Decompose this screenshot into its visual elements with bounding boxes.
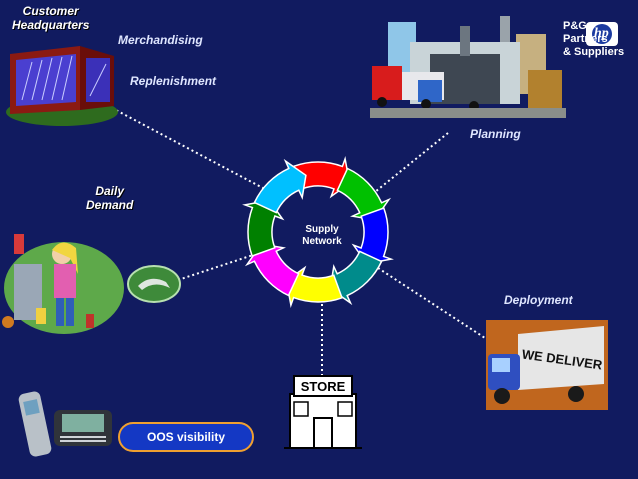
hp-logo-mark (592, 24, 612, 44)
factory-image (370, 16, 566, 118)
scanner-icon (127, 265, 181, 303)
store-sign-text: STORE (301, 379, 346, 394)
deployment-label: Deployment (504, 293, 573, 307)
line-hq (111, 107, 279, 197)
oos-visibility-label: OOS visibility (146, 430, 226, 444)
line-planning (369, 132, 449, 197)
supply-network-label: Supply Network (302, 224, 342, 247)
customer-hq-building (6, 46, 118, 126)
cycle-arrow-segment (253, 158, 307, 214)
merchandising-label: Merchandising (118, 33, 203, 47)
supply-cycle-ring (242, 156, 394, 308)
planning-label: Planning (470, 127, 521, 141)
hp-logo: hp (586, 22, 618, 46)
daily-demand-label: Daily Demand (86, 184, 134, 212)
partners-label: P&G Partners & Suppliers (563, 20, 625, 58)
delivery-truck-image: WE DELIVER (486, 320, 608, 410)
store-image: STORE (284, 375, 362, 449)
mobile-devices-image (18, 391, 112, 457)
customer-hq-label: Customer Headquarters (12, 4, 90, 32)
hp-logo-text: hp (594, 26, 609, 41)
line-deployment (377, 267, 489, 341)
replenishment-label: Replenishment (130, 74, 217, 88)
store-clerk-image (2, 234, 124, 334)
oos-visibility-button[interactable]: OOS visibility (118, 422, 254, 452)
